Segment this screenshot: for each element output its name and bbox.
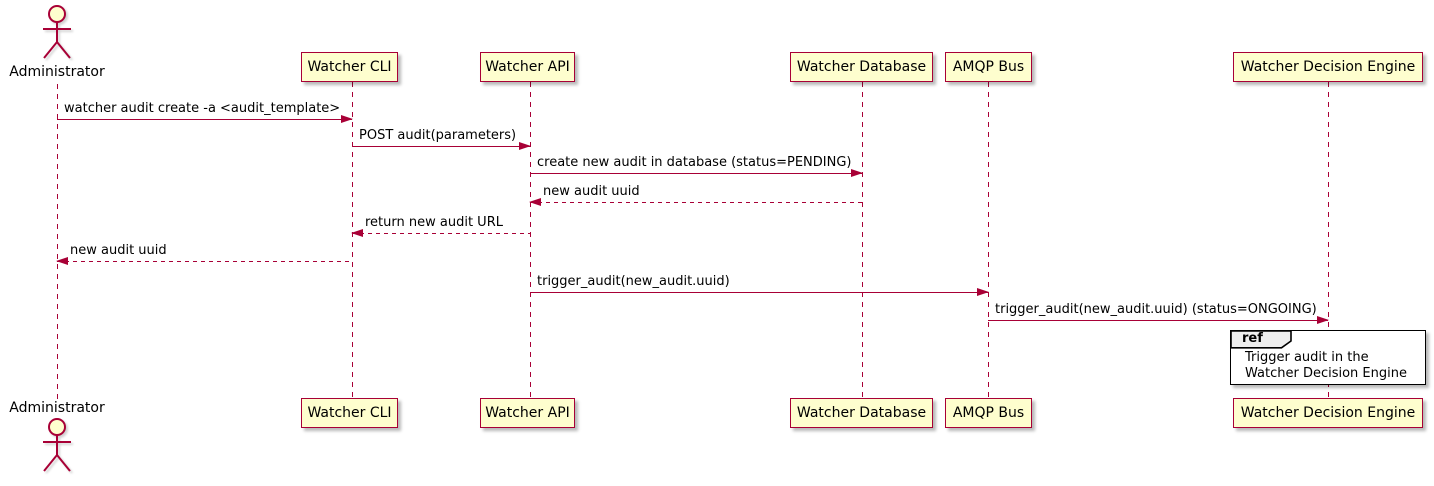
participant-label: AMQP Bus [952,59,1025,75]
message-label: POST audit(parameters) [359,128,517,143]
arrowhead-icon [529,198,541,206]
actor-label-top: Administrator [9,64,105,80]
ref-text-line: Trigger audit in the [1245,350,1369,365]
message-line [57,119,352,120]
arrowhead-icon [56,257,68,265]
message-label: create new audit in database (status=PEN… [537,155,852,170]
participant-watcher-api-top: Watcher API [480,52,575,82]
arrowhead-icon [851,169,863,177]
arrowhead-icon [351,229,363,237]
actor-label-bottom: Administrator [9,400,105,416]
participant-watcher-decision-engine-top: Watcher Decision Engine [1233,52,1423,82]
participant-label: Watcher Database [796,59,927,75]
participant-label: Watcher Decision Engine [1240,405,1416,421]
message-label: return new audit URL [365,215,503,230]
message-line [530,292,988,293]
ref-fragment: ref Trigger audit in the Watcher Decisio… [1230,330,1426,385]
message-label: watcher audit create -a <audit_template> [64,101,341,116]
participant-watcher-cli-top: Watcher CLI [301,52,398,82]
participant-label: Watcher CLI [307,405,392,421]
message-label: new audit uuid [70,243,167,258]
lifeline-amqp-bus [988,82,989,398]
message-line [988,320,1328,321]
arrowhead-icon [1317,316,1329,324]
participant-label: Watcher API [485,59,570,75]
participant-label: AMQP Bus [952,405,1025,421]
message-line [352,233,530,234]
message-line [530,202,862,203]
message-line [57,261,352,262]
lifeline-watcher-cli [351,82,353,398]
participant-label: Watcher Database [796,405,927,421]
participant-label: Watcher Decision Engine [1240,59,1416,75]
message-label: trigger_audit(new_audit.uuid) (status=ON… [995,302,1317,317]
participant-watcher-api-bottom: Watcher API [480,398,575,428]
lifeline-watcher-api [529,82,531,398]
arrowhead-icon [341,115,353,123]
participant-label: Watcher API [485,405,570,421]
participant-amqp-bus-top: AMQP Bus [945,52,1032,82]
arrowhead-icon [519,142,531,150]
participant-amqp-bus-bottom: AMQP Bus [945,398,1032,428]
actor-icon [43,418,71,472]
message-line [530,173,862,174]
message-line [352,146,530,147]
message-label: trigger_audit(new_audit.uuid) [537,274,730,289]
participant-watcher-database-top: Watcher Database [790,52,933,82]
actor-icon [43,5,71,59]
participant-watcher-decision-engine-bottom: Watcher Decision Engine [1233,398,1423,428]
participant-watcher-cli-bottom: Watcher CLI [301,398,398,428]
message-label: new audit uuid [543,184,640,199]
arrowhead-icon [977,288,989,296]
ref-text-line: Watcher Decision Engine [1245,366,1407,381]
lifeline-watcher-decision-engine [1327,82,1329,398]
ref-tag-icon [1230,330,1292,349]
participant-label: Watcher CLI [307,59,392,75]
lifeline-administrator [56,84,58,399]
participant-watcher-database-bottom: Watcher Database [790,398,933,428]
lifeline-watcher-database [861,82,863,398]
ref-keyword: ref [1242,331,1263,346]
